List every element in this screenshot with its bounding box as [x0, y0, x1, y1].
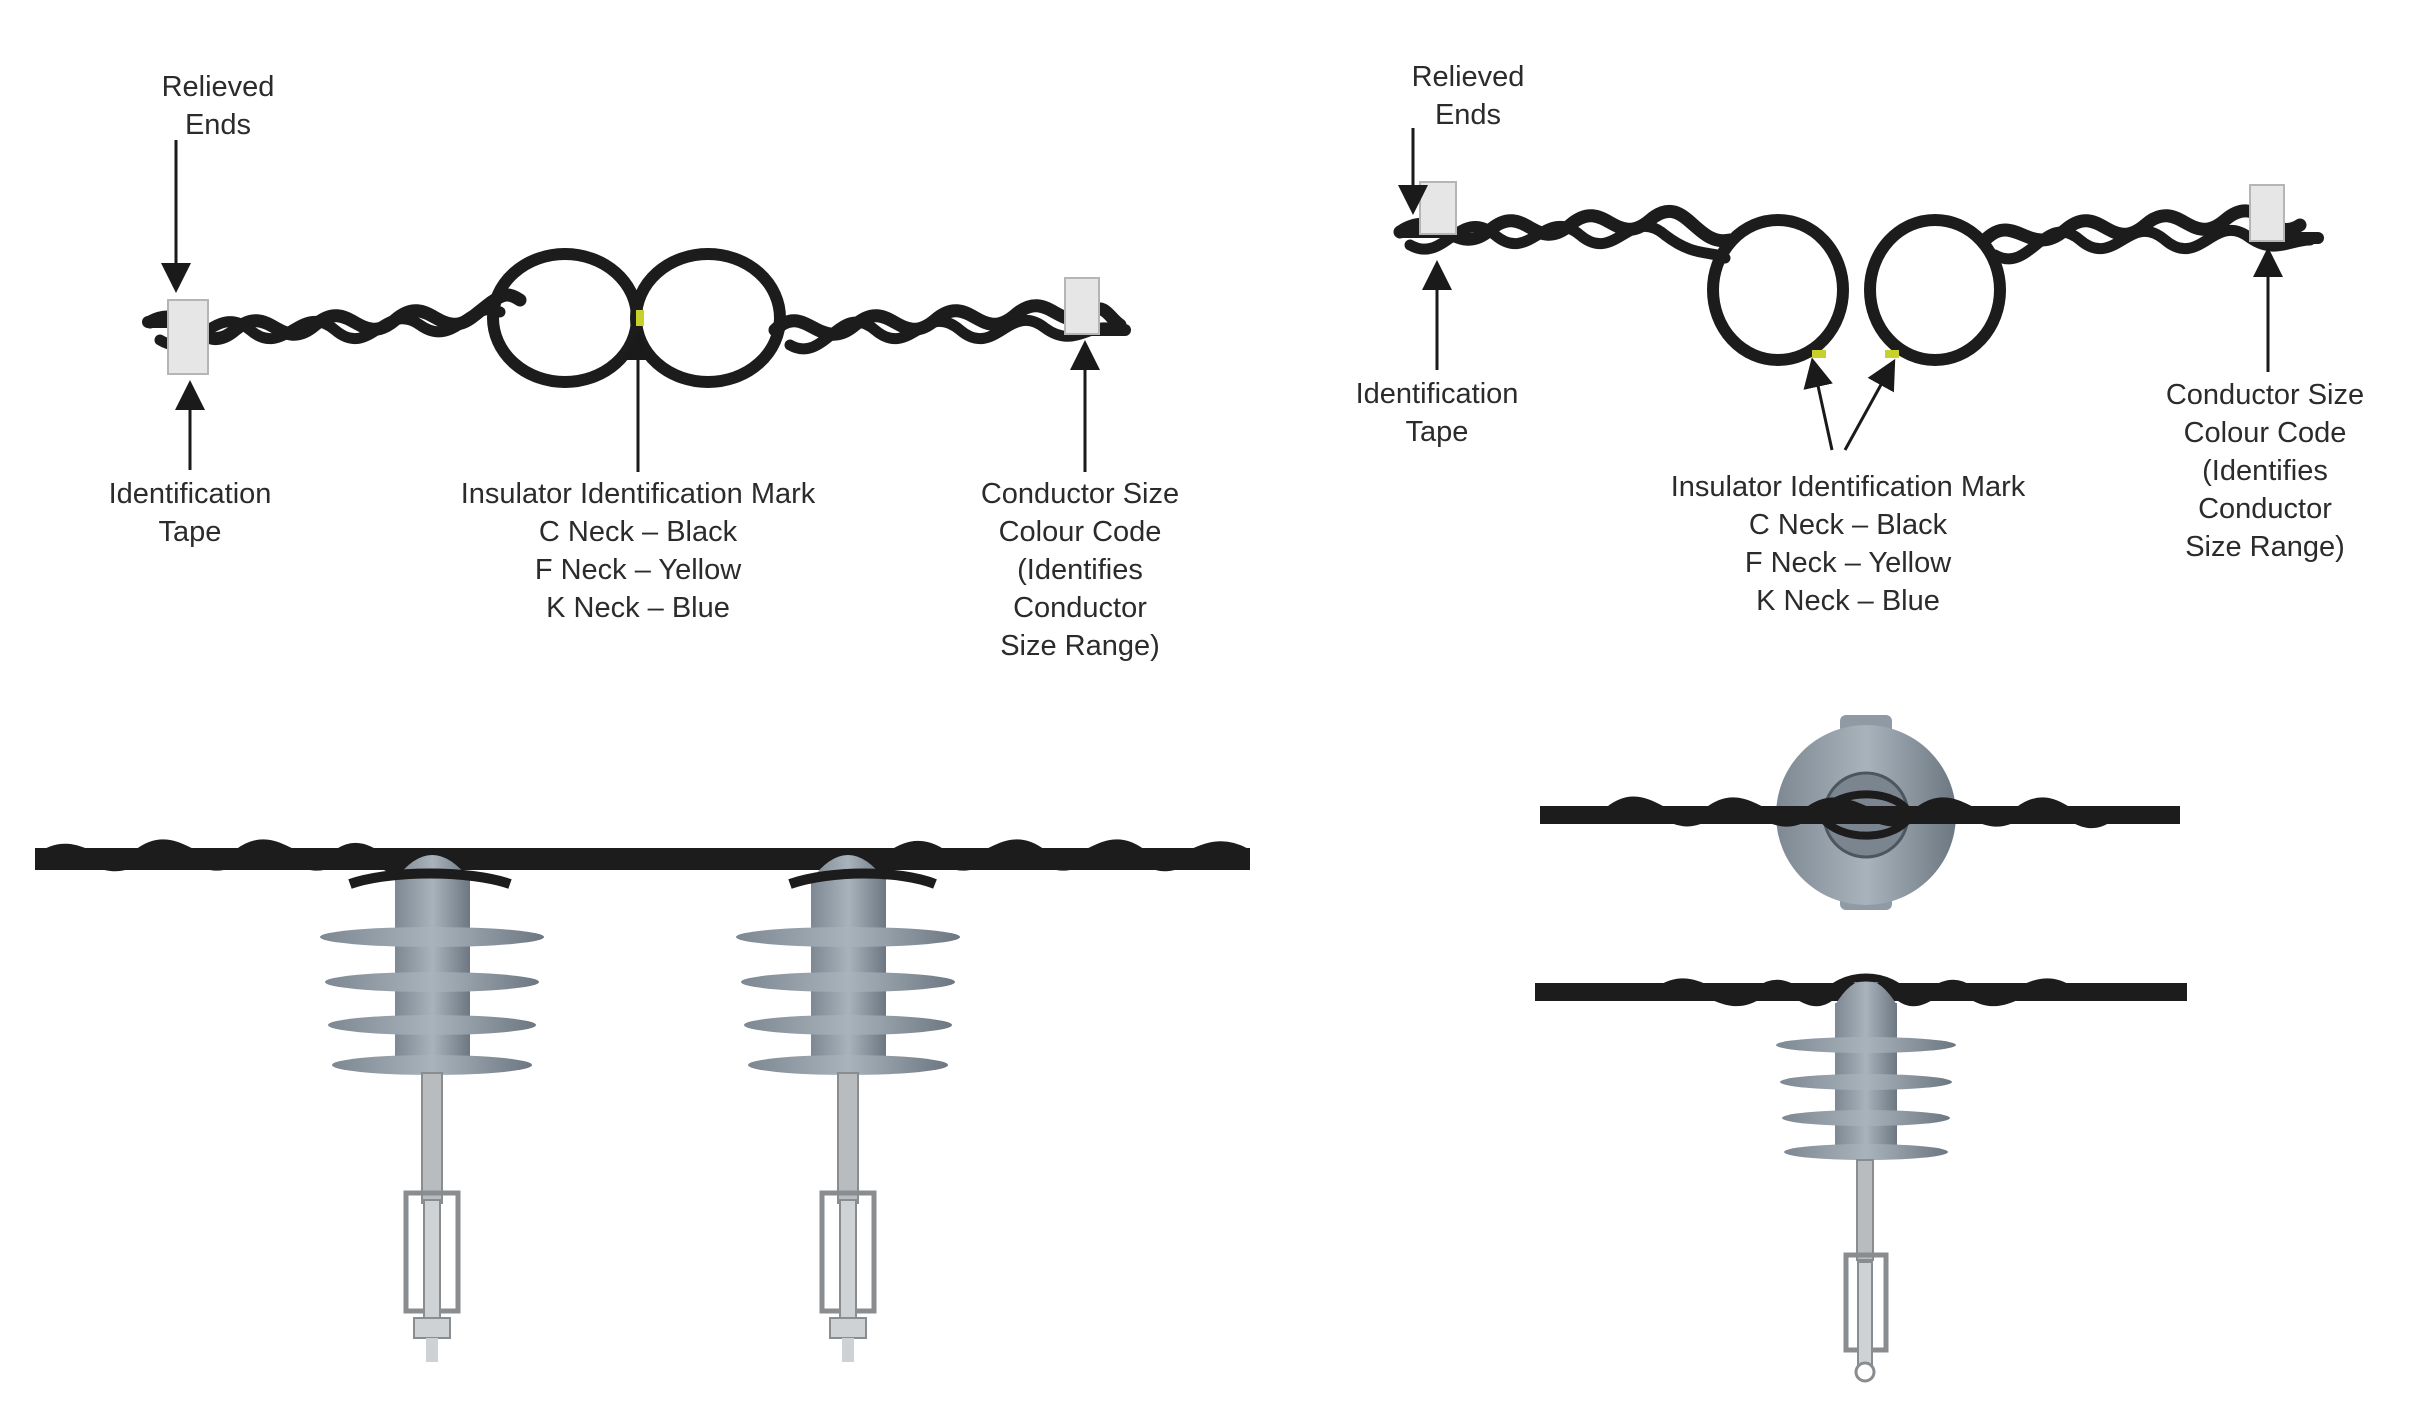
identification-tape-icon [1064, 277, 1100, 335]
label-line: Conductor Size [2165, 379, 2365, 411]
label-line: C Neck – Black [1748, 509, 1948, 541]
label-line: Ends [184, 109, 252, 141]
label-line: Tape [1405, 416, 1469, 448]
insulator-mark-icon [636, 310, 644, 326]
identification-tape-label: Identification Tape [1337, 375, 1537, 451]
label-line: K Neck – Blue [546, 592, 730, 624]
right-insulator-assembly [1535, 715, 2187, 1383]
label-line: Ends [1434, 99, 1502, 131]
relieved-ends-label: Relieved Ends [1388, 58, 1548, 134]
label-line: K Neck – Blue [1756, 585, 1940, 617]
right-preformed-tie [1393, 204, 2324, 366]
label-line: Conductor [1013, 592, 1147, 624]
insulator-mark-icon [1812, 350, 1826, 358]
label-line: F Neck – Yellow [534, 554, 742, 586]
right-callout-arrows [1398, 128, 2283, 451]
insulator-icon [736, 855, 960, 1362]
relieved-ends-label: Relieved Ends [138, 68, 298, 144]
identification-tape-icon [2249, 184, 2285, 242]
label-line: Relieved [1411, 61, 1525, 93]
label-line: Colour Code [998, 516, 1162, 548]
identification-tape-icon [1419, 181, 1457, 235]
insulator-identification-mark-label: Insulator Identification Mark C Neck – B… [1648, 468, 2048, 620]
label-line: Identification [1355, 378, 1519, 410]
insulator-identification-mark-label: Insulator Identification Mark C Neck – B… [438, 475, 838, 627]
conductor-size-colour-code-label: Conductor Size Colour Code (Identifies C… [2130, 376, 2400, 566]
label-line: (Identifies [1017, 554, 1143, 586]
insulator-mark-icon [1885, 350, 1899, 358]
side-view [1535, 973, 2187, 1383]
conductor-size-colour-code-label: Conductor Size Colour Code (Identifies C… [945, 475, 1215, 665]
label-line: Insulator Identification Mark [460, 478, 816, 510]
label-line: Insulator Identification Mark [1670, 471, 2026, 503]
left-callout-arrows [161, 140, 1100, 472]
top-view [1540, 715, 2180, 910]
label-line: Size Range) [1000, 630, 1160, 662]
label-line: Conductor [2198, 493, 2332, 525]
identification-tape-label: Identification Tape [90, 475, 290, 551]
label-line: Colour Code [2183, 417, 2347, 449]
label-line: F Neck – Yellow [1744, 547, 1952, 579]
label-line: C Neck – Black [538, 516, 738, 548]
label-line: (Identifies [2202, 455, 2328, 487]
label-line: Tape [158, 516, 222, 548]
label-line: Conductor Size [980, 478, 1180, 510]
identification-tape-icon [167, 299, 209, 375]
label-line: Identification [108, 478, 272, 510]
left-insulator-assembly [35, 839, 1250, 1362]
label-line: Size Range) [2185, 531, 2345, 563]
label-line: Relieved [161, 71, 275, 103]
insulator-icon [320, 855, 544, 1362]
